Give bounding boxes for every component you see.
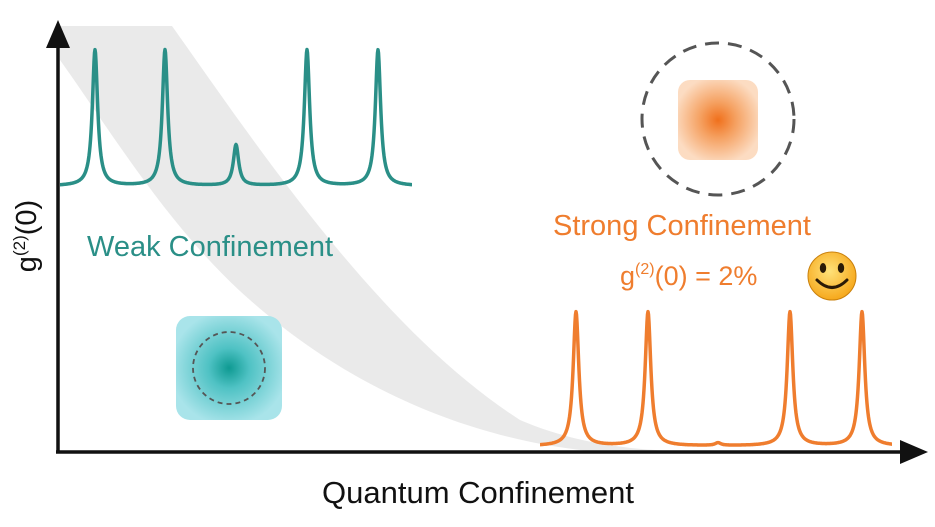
x-axis-arrow: [900, 440, 928, 464]
y-axis-label-tail: (0): [11, 200, 43, 235]
smiley-face-icon: [807, 251, 857, 301]
y-axis-label-sup: (2): [10, 235, 29, 256]
weak-confinement-dot: [176, 316, 282, 420]
strong-dot-exciton-ring: [640, 41, 796, 197]
y-axis-label: g(2)(0): [10, 200, 43, 272]
weak-confinement-label: Weak Confinement: [87, 231, 333, 263]
strong-g2-value: g(2)(0) = 2%: [620, 261, 757, 291]
strong-g2-tail: (0) = 2%: [655, 261, 758, 291]
strong-confinement-dot: [640, 41, 796, 197]
trend-band: [60, 26, 730, 452]
strong-dot-square: [678, 80, 758, 160]
y-axis-label-base: g: [11, 256, 43, 272]
weak-dot-square: [176, 316, 282, 420]
y-axis-arrow: [46, 20, 70, 48]
x-axis-label: Quantum Confinement: [322, 475, 634, 510]
strong-g2-sup: (2): [635, 261, 655, 278]
axes: [46, 20, 928, 464]
strong-g2-base: g: [620, 261, 635, 291]
strong-confinement-spectrum: [538, 309, 894, 447]
weak-dot-exciton-ring: [192, 331, 266, 405]
strong-confinement-label: Strong Confinement: [553, 210, 811, 242]
weak-confinement-spectrum: [58, 47, 414, 187]
